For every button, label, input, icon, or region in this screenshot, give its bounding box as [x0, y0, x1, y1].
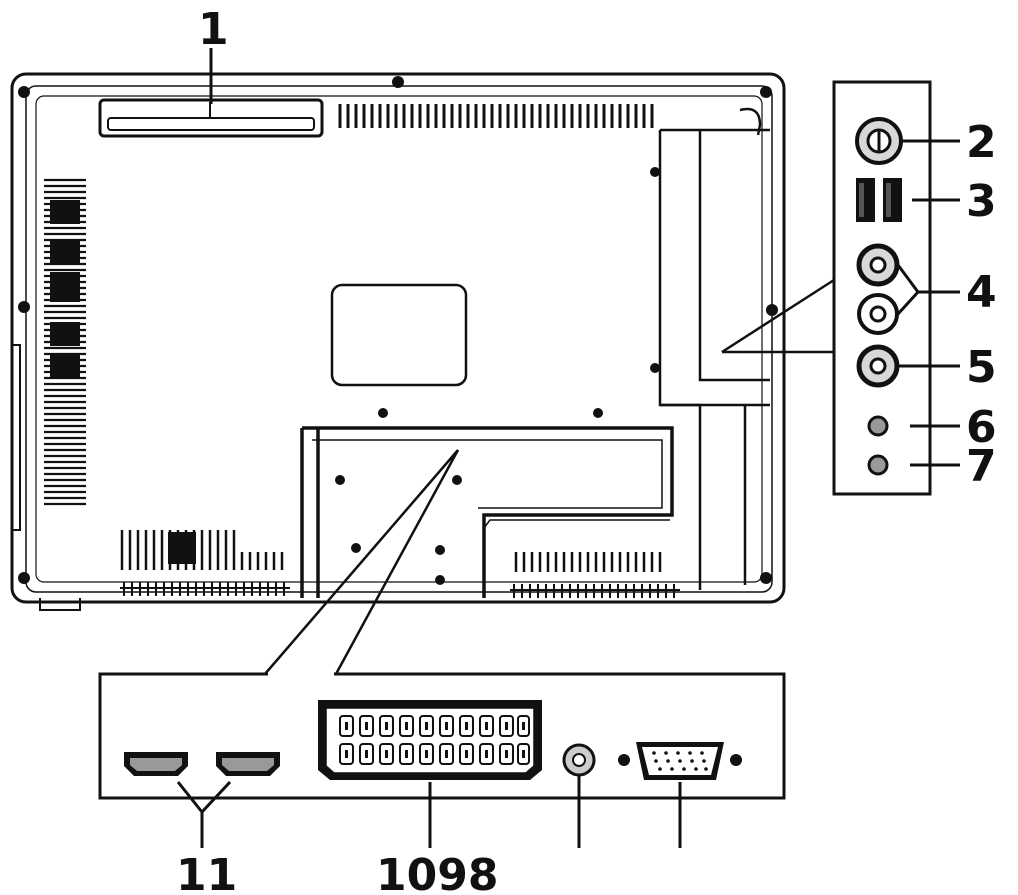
- callout-4: 4: [966, 267, 997, 318]
- left-vent-dark-blocks: [50, 200, 80, 378]
- top-handle: [98, 98, 324, 138]
- bottom-panel-leader: [264, 449, 460, 675]
- callout-1: 1: [198, 4, 229, 55]
- bottom-left-vent-dark: [168, 532, 196, 564]
- vga-port: [618, 742, 742, 780]
- callout-2: 2: [966, 117, 997, 168]
- antenna-port: [855, 117, 903, 165]
- bottom-right-vent: [514, 552, 662, 572]
- bottom-rail-right: [510, 584, 680, 598]
- callout-5: 5: [966, 342, 997, 393]
- callout-1098: 1098: [376, 850, 498, 895]
- audio-in-jack: [562, 743, 596, 777]
- bottom-left-vent: [120, 530, 284, 570]
- bottom-leader-lines: [176, 776, 682, 848]
- callout-6: 6: [966, 402, 997, 453]
- bottom-rail-left: [120, 582, 290, 596]
- side-bracket: [658, 107, 770, 590]
- bottom-module: [300, 426, 674, 598]
- hdmi-ports: [124, 752, 280, 776]
- callout-11: 11: [176, 850, 237, 895]
- side-leader-lines: [896, 139, 960, 467]
- scart-port: [318, 700, 542, 780]
- vesa-plate: [330, 283, 468, 387]
- mini-jack-ports: [867, 415, 889, 476]
- housing-screws: [18, 76, 778, 585]
- usb-ports: [856, 178, 902, 222]
- callout-3: 3: [966, 176, 997, 227]
- side-panel-leader: [721, 278, 835, 354]
- top-vent: [338, 104, 654, 128]
- video-port: [856, 344, 900, 388]
- audio-lr-ports: [856, 243, 900, 335]
- tv-housing: [10, 72, 786, 611]
- callout-7: 7: [966, 441, 997, 492]
